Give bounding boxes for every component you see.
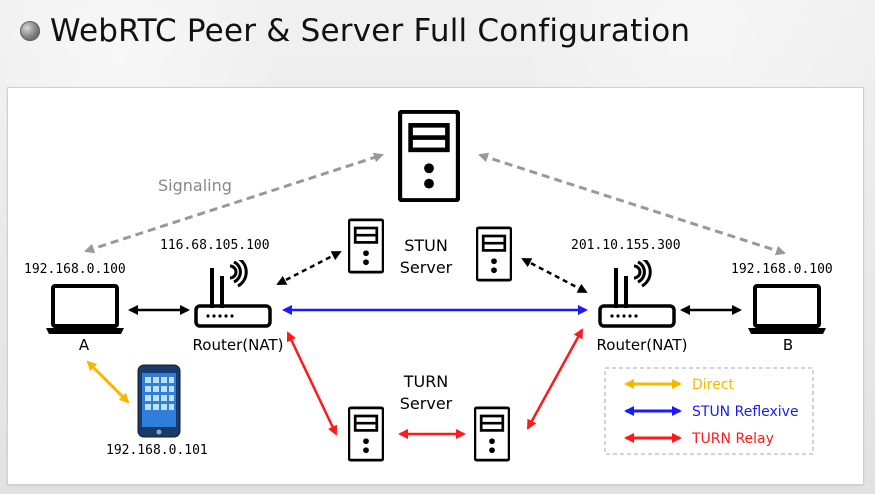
stun-arrow-right xyxy=(521,257,588,294)
direct-arrow xyxy=(86,360,130,404)
legend-turn-label: TURN Relay xyxy=(691,431,774,447)
turn-relay-arrow-left xyxy=(286,331,338,436)
page-title: WebRTC Peer & Server Full Configuration xyxy=(50,13,691,49)
signaling-arrow-right xyxy=(478,152,786,256)
title-bullet-icon xyxy=(20,21,40,41)
title-row: WebRTC Peer & Server Full Configuration xyxy=(20,6,690,56)
peer-b-label: B xyxy=(783,336,793,354)
diagram-canvas: Signaling STUN Server 192.168.0.100 116.… xyxy=(24,88,833,462)
stun-server-right-icon xyxy=(476,226,512,282)
router-a-icon xyxy=(194,260,272,328)
stun-arrow-left xyxy=(276,250,342,286)
turn-server-left-icon xyxy=(348,406,384,462)
ip-b-label: 192.168.0.100 xyxy=(731,262,833,277)
peer-a-label: A xyxy=(79,336,90,354)
signaling-label: Signaling xyxy=(158,176,232,195)
stun-server-left-icon xyxy=(348,218,384,274)
diagram-panel: Signaling STUN Server 192.168.0.100 116.… xyxy=(8,88,863,484)
ip-phone-label: 192.168.0.101 xyxy=(106,443,208,458)
legend: Direct STUN Reflexive TURN Relay xyxy=(604,367,814,455)
stun-server-label-line1: STUN xyxy=(404,236,448,255)
router-b-icon xyxy=(598,260,676,328)
legend-direct-label: Direct xyxy=(692,377,734,393)
turn-server-label-line1: TURN xyxy=(403,372,449,391)
ip-a-label: 192.168.0.100 xyxy=(24,262,126,277)
smartphone-icon xyxy=(137,364,181,438)
signaling-server-icon xyxy=(400,112,458,201)
turn-server-label-line2: Server xyxy=(400,394,453,413)
ip-router-a-label: 116.68.105.100 xyxy=(160,238,270,253)
laptop-b-icon xyxy=(748,286,826,334)
turn-relay-arrow-right xyxy=(526,328,584,430)
router-b-label: Router(NAT) xyxy=(597,336,688,354)
turn-server-right-icon xyxy=(474,406,510,462)
ip-router-b-label: 201.10.155.300 xyxy=(571,238,681,253)
router-a-label: Router(NAT) xyxy=(193,336,284,354)
legend-stun-label: STUN Reflexive xyxy=(692,404,799,420)
laptop-a-icon xyxy=(46,286,124,334)
stun-server-label-line2: Server xyxy=(400,258,453,277)
signaling-arrow-left xyxy=(84,152,384,254)
